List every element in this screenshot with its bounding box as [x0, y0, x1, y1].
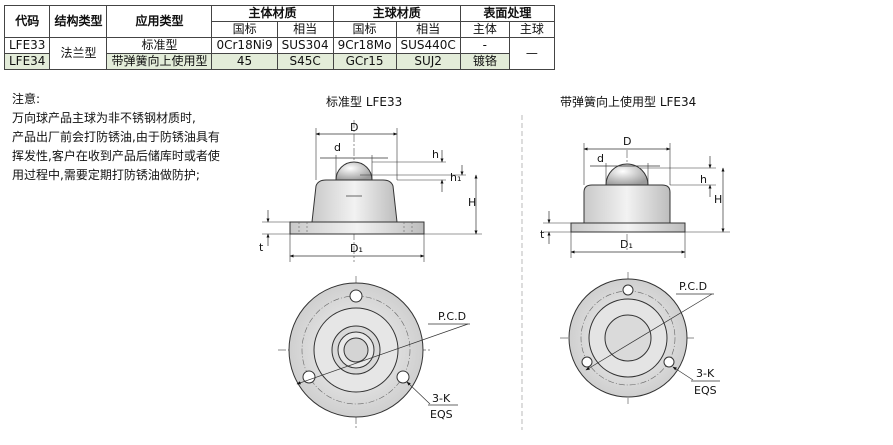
cell-code: LFE34: [3, 53, 51, 70]
cell-surface-body: 镀铬: [459, 53, 510, 70]
sub-body-gb: 国标: [211, 21, 278, 38]
cell-surface-ball: —: [508, 37, 555, 70]
col-structure: 结构类型: [49, 5, 108, 38]
cell-ball-gb: GCr15: [332, 53, 397, 70]
dim-t: t: [540, 228, 545, 241]
dim-D: D: [623, 135, 631, 148]
lfe34-side-view: D d h H t D₁: [540, 135, 730, 258]
col-code: 代码: [3, 5, 51, 38]
note-line: 万向球产品主球为非不锈钢材质时,: [12, 111, 196, 125]
sub-surface-body: 主体: [459, 21, 510, 38]
lfe33-side-view: D d h h₁ H t D₁: [259, 120, 482, 262]
dim-h: h: [700, 173, 707, 186]
col-surface: 表面处理: [459, 5, 555, 22]
note-line: 产品出厂前会打防锈油,由于防锈油具有: [12, 130, 220, 144]
drawing-title-lfe34: 带弹簧向上使用型 LFE34: [560, 95, 697, 109]
dim-D1: D₁: [620, 238, 633, 251]
note-block: 注意: 万向球产品主球为非不锈钢材质时, 产品出厂前会打防锈油,由于防锈油具有 …: [12, 90, 252, 185]
lfe33-top-view: P.C.D 3-K EQS: [278, 276, 470, 428]
dim-pcd: P.C.D: [679, 280, 707, 293]
dim-h: h: [432, 148, 439, 161]
cell-ball-equiv: SUS440C: [395, 37, 461, 54]
note-title: 注意:: [12, 92, 41, 106]
sub-surface-ball: 主球: [508, 21, 555, 38]
lfe34-top-view: P.C.D 3-K EQS: [560, 272, 720, 404]
label-eqs: EQS: [694, 384, 717, 397]
dim-h1: h₁: [450, 171, 461, 184]
dim-d: d: [334, 141, 341, 154]
dim-D1: D₁: [350, 242, 363, 255]
dim-t: t: [259, 241, 264, 254]
cell-ball-equiv: SUJ2: [395, 53, 461, 70]
dim-H: H: [714, 193, 722, 206]
note-line: 挥发性,客户在收到产品后储库时或者使: [12, 149, 220, 163]
dim-H: H: [468, 196, 476, 209]
col-ball-material: 主球材质: [332, 5, 461, 22]
sub-body-equiv: 相当: [276, 21, 334, 38]
label-eqs: EQS: [430, 408, 453, 421]
table-row: LFE33 法兰型 标准型 0Cr18Ni9 SUS304 9Cr18Mo SU…: [3, 37, 555, 70]
dim-d: d: [597, 152, 604, 165]
cell-body-gb: 45: [211, 53, 278, 70]
dim-D: D: [350, 121, 358, 134]
cell-code: LFE33: [3, 37, 51, 54]
cell-body-equiv: SUS304: [276, 37, 334, 54]
dim-pcd: P.C.D: [438, 310, 466, 323]
label-holes: 3-K: [696, 367, 715, 380]
sub-ball-equiv: 相当: [395, 21, 461, 38]
spec-table: 代码 结构类型 应用类型 主体材质 主球材质 表面处理 国标 相当 国标 相当 …: [3, 5, 555, 70]
label-holes: 3-K: [432, 392, 451, 405]
cell-application: 带弹簧向上使用型: [106, 53, 213, 70]
table-row: LFE34 带弹簧向上使用型 45 S45C GCr15 SUJ2 镀铬: [3, 53, 555, 70]
drawing-title-lfe33: 标准型 LFE33: [326, 95, 403, 109]
cell-structure: 法兰型: [49, 37, 108, 70]
note-line: 用过程中,需要定期打防锈油做防护;: [12, 168, 200, 182]
